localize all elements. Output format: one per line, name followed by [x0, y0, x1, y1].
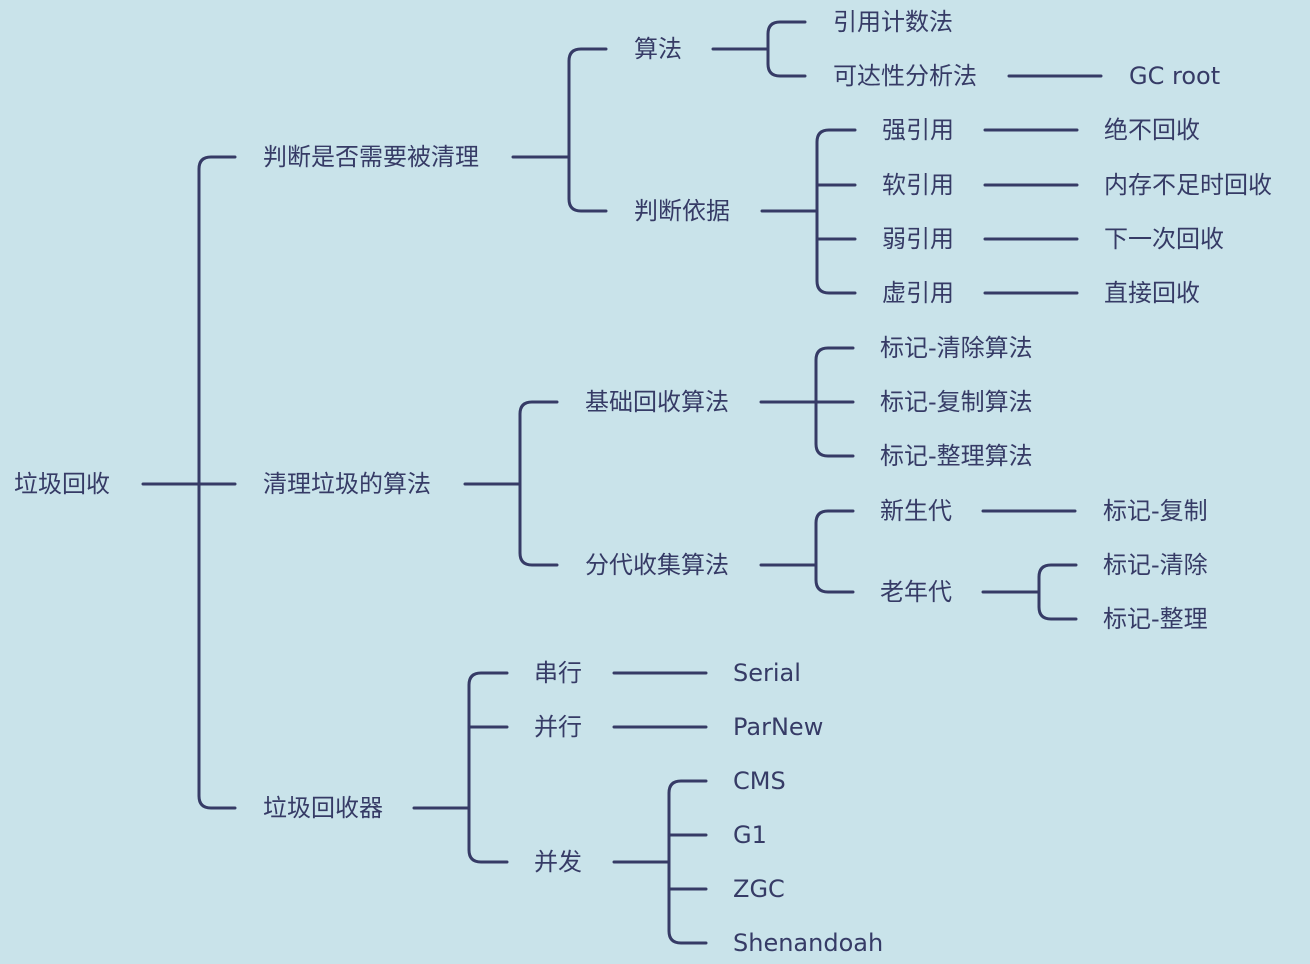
- node-young-gen: 新生代: [880, 497, 952, 525]
- node-cms: CMS: [733, 767, 786, 795]
- node-parallel-name: ParNew: [733, 713, 823, 741]
- node-weak-ref-note: 下一次回收: [1104, 225, 1224, 253]
- node-weak-ref: 弱引用: [882, 225, 954, 253]
- node-old-gen: 老年代: [880, 578, 952, 606]
- node-phantom-ref: 虚引用: [882, 279, 954, 307]
- node-soft-ref-note: 内存不足时回收: [1104, 171, 1272, 199]
- node-root: 垃圾回收: [14, 470, 110, 498]
- node-g1: G1: [733, 821, 767, 849]
- node-gc-root: GC root: [1129, 62, 1220, 90]
- node-strong-ref-note: 绝不回收: [1104, 116, 1200, 144]
- node-young-gen-algo: 标记-复制: [1103, 497, 1208, 525]
- node-mark-compact: 标记-整理算法: [880, 442, 1033, 470]
- node-soft-ref: 软引用: [882, 171, 954, 199]
- node-mark-copy: 标记-复制算法: [880, 388, 1033, 416]
- node-shenandoah: Shenandoah: [733, 929, 883, 957]
- node-old-gen-sweep: 标记-清除: [1103, 551, 1208, 579]
- node-old-gen-compact: 标记-整理: [1103, 605, 1208, 633]
- node-serial-name: Serial: [733, 659, 801, 687]
- connector-lines: [141, 20, 1103, 945]
- node-generational: 分代收集算法: [585, 551, 729, 579]
- node-collectors: 垃圾回收器: [263, 794, 383, 822]
- node-basic-algo: 基础回收算法: [585, 388, 729, 416]
- node-phantom-ref-note: 直接回收: [1104, 279, 1200, 307]
- node-concurrent: 并发: [534, 848, 582, 876]
- node-parallel: 并行: [534, 713, 582, 741]
- node-gc-algorithms: 清理垃圾的算法: [263, 470, 431, 498]
- node-mark-sweep: 标记-清除算法: [880, 334, 1033, 362]
- node-ref-count: 引用计数法: [833, 8, 953, 36]
- node-judge-basis: 判断依据: [634, 197, 730, 225]
- node-judge: 判断是否需要被清理: [263, 143, 479, 171]
- node-serial: 串行: [534, 659, 582, 687]
- node-zgc: ZGC: [733, 875, 785, 903]
- node-labels: 垃圾回收 判断是否需要被清理 算法 引用计数法 可达性分析法 GC root 判…: [14, 8, 1272, 957]
- node-strong-ref: 强引用: [882, 116, 954, 144]
- node-reachability: 可达性分析法: [833, 62, 977, 90]
- node-judge-algo: 算法: [634, 35, 682, 63]
